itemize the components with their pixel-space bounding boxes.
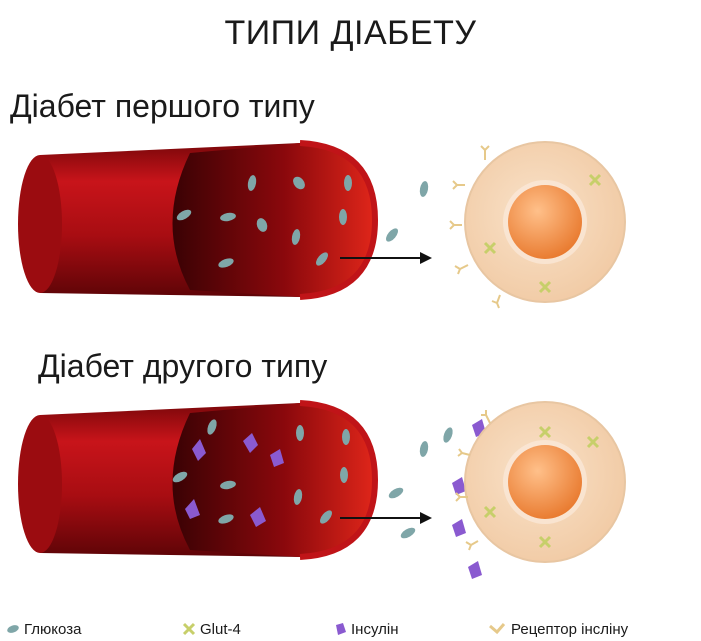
page-title: ТИПИ ДІАБЕТУ [0,14,701,53]
legend-glucose-label: Глюкоза [24,621,81,638]
glut4-icon [182,622,196,636]
insulin-icon [333,622,347,636]
receptor-icon [487,622,507,636]
legend-glut4-label: Glut-4 [200,621,241,638]
legend-receptor-label: Рецептор інсліну [511,621,628,638]
type2-illustration [0,385,701,595]
legend-receptor: Рецептор інсліну [487,618,628,640]
legend: Глюкоза Glut-4 Інсулін Рецептор інсліну [0,618,701,640]
legend-insulin: Інсулін [333,618,399,640]
blood-vessel [18,143,375,297]
legend-glut4: Glut-4 [182,618,241,640]
glucose-icon [6,624,20,634]
legend-insulin-label: Інсулін [351,621,399,638]
legend-glucose: Глюкоза [6,618,81,640]
cell [465,402,625,562]
cell [465,142,625,302]
type1-illustration [0,125,701,335]
type1-heading: Діабет першого типу [10,88,315,125]
type2-heading: Діабет другого типу [38,348,327,385]
blood-vessel [18,403,375,557]
